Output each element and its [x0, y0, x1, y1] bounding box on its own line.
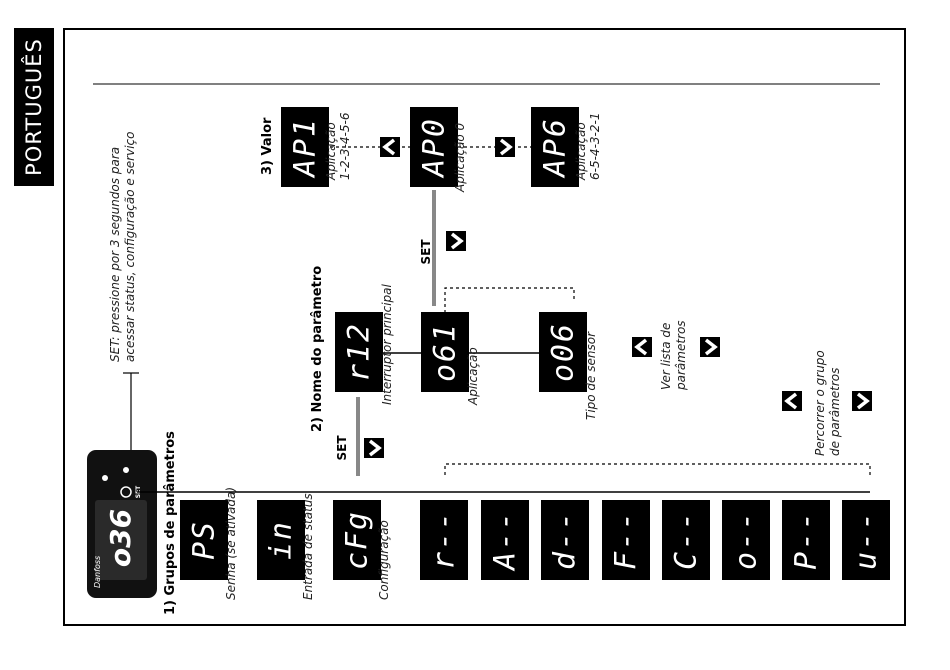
language-tab: PORTUGUÊS [14, 28, 54, 186]
param-display-1: o61 [421, 312, 469, 392]
down-arrow-icon[interactable] [698, 335, 722, 359]
set-note: SET: pressione por 3 segundos para acess… [108, 132, 137, 363]
svg-text:Aplicação: Aplicação [574, 122, 588, 181]
svg-text:Percorrer o grupo: Percorrer o grupo [813, 350, 827, 456]
group-display-3-code: r-- [427, 510, 462, 570]
svg-text:Aplicação 0: Aplicação 0 [453, 122, 467, 193]
svg-text:de parâmetros: de parâmetros [828, 368, 842, 456]
group-display-6: F-- [602, 500, 650, 580]
svg-text:Tipo de sensor: Tipo de sensor [584, 331, 598, 420]
set-label-2: SET [419, 239, 433, 265]
value-display-2-code: AP6 [538, 117, 573, 179]
svg-text:parâmetros: parâmetros [674, 320, 688, 391]
svg-text:1-2-3-4-5-6: 1-2-3-4-5-6 [338, 112, 352, 180]
param-display-1-code: o61 [428, 322, 463, 382]
group-loop [444, 463, 871, 475]
svg-text:acessar status, configuração e: acessar status, configuração e serviço [123, 132, 137, 363]
group-display-5-code: d-- [548, 510, 583, 570]
param-display-2-code: o06 [546, 322, 581, 382]
down-arrow-icon[interactable] [444, 229, 468, 253]
up-arrow-icon[interactable] [378, 135, 402, 159]
group-display-2: cFg [333, 500, 381, 580]
svg-text:6-5-4-3-2-1: 6-5-4-3-2-1 [588, 113, 602, 180]
controller-down-key[interactable] [123, 467, 129, 473]
param-display-2: o06 [539, 312, 587, 392]
param-caption-2: Tipo de sensor [584, 331, 598, 420]
param-caption-0: Interruptor principal [380, 283, 394, 405]
group-display-1-code: in [264, 520, 299, 560]
group-browse-hint: Percorrer o grupo de parâmetros [813, 350, 842, 456]
param-caption-1: Aplicação [466, 347, 480, 406]
group-caption-0: Senha (se ativada) [224, 487, 238, 600]
group-display-5: d-- [541, 500, 589, 580]
group-display-8: o-- [722, 500, 770, 580]
param-display-0: r12 [335, 312, 383, 392]
value-display-1: AP0 [410, 107, 458, 187]
group-display-10: u-- [842, 500, 890, 580]
group-display-7-code: C-- [669, 510, 704, 570]
group-display-7: C-- [662, 500, 710, 580]
value-display-0-code: AP1 [288, 117, 323, 179]
group-display-0: PS [180, 500, 228, 580]
group-display-3: r-- [420, 500, 468, 580]
group-display-4: A-- [481, 500, 529, 580]
controller-display: o36 [104, 509, 137, 567]
heading-groups: 1) Grupos de parâmetros [163, 431, 178, 615]
group-display-0-code: PS [187, 520, 222, 560]
svg-text:Aplicação: Aplicação [466, 347, 480, 406]
up-arrow-icon[interactable] [780, 389, 804, 413]
param-loop [444, 287, 575, 325]
controller-up-key[interactable] [102, 475, 108, 481]
heading-param-name: 2) Nome do parâmetro [310, 266, 325, 432]
value-display-2: AP6 [531, 107, 579, 187]
param-display-0-code: r12 [342, 322, 377, 382]
group-display-10-code: u-- [849, 510, 884, 570]
value-display-1-code: AP0 [417, 117, 452, 179]
group-display-8-code: o-- [729, 510, 764, 570]
svg-text:Entrada de status: Entrada de status [301, 493, 315, 600]
svg-text:Configuração: Configuração [377, 520, 391, 600]
group-caption-2: Configuração [377, 520, 391, 600]
param-list-hint: Ver lista de parâmetros [659, 320, 688, 391]
group-display-4-code: A-- [488, 510, 523, 572]
svg-text:Senha (se ativada): Senha (se ativada) [224, 487, 238, 600]
group-display-9-code: P-- [789, 510, 824, 570]
group-display-1: in [257, 500, 305, 580]
down-arrow-icon[interactable] [850, 389, 874, 413]
group-display-9: P-- [782, 500, 830, 580]
value-caption-1: Aplicação 0 [453, 122, 467, 193]
down-arrow-icon[interactable] [493, 135, 517, 159]
set-label-1: SET [335, 435, 349, 461]
brand-logo: Danfoss [93, 556, 102, 588]
svg-text:Aplicação: Aplicação [324, 122, 338, 181]
svg-text:Interruptor principal: Interruptor principal [380, 283, 394, 405]
group-display-6-code: F-- [609, 510, 644, 570]
value-display-0: AP1 [281, 107, 329, 187]
svg-text:Ver lista de: Ver lista de [659, 323, 673, 390]
manual-frame [63, 28, 906, 626]
controller-device: o36 SET Danfoss [87, 450, 157, 598]
svg-text:SET: pressione por 3 segundos: SET: pressione por 3 segundos para [108, 147, 122, 362]
group-caption-1: Entrada de status [301, 493, 315, 600]
controller-set-key[interactable] [120, 486, 132, 498]
down-arrow-icon[interactable] [362, 436, 386, 460]
heading-value: 3) Valor [260, 117, 275, 175]
up-arrow-icon[interactable] [630, 335, 654, 359]
group-display-2-code: cFg [340, 510, 375, 570]
